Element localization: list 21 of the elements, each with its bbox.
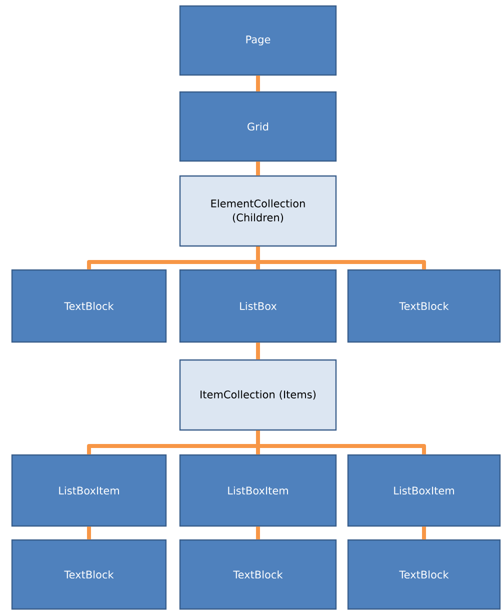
connector	[256, 430, 426, 454]
box: ListBoxItem	[347, 454, 501, 527]
box: ElementCollection (Children)	[179, 175, 337, 247]
box: TextBlock	[11, 539, 167, 610]
box: TextBlock	[179, 539, 337, 610]
box: Grid	[179, 91, 337, 162]
connector	[256, 246, 426, 270]
box: ListBox	[179, 269, 337, 343]
box: TextBlock	[347, 539, 501, 610]
box: Page	[179, 5, 337, 76]
box: ItemCollection (Items)	[179, 359, 337, 431]
box: TextBlock	[347, 269, 501, 343]
box: ListBoxItem	[11, 454, 167, 527]
box: TextBlock	[11, 269, 167, 343]
box: ListBoxItem	[179, 454, 337, 527]
connector	[256, 162, 260, 176]
connector	[256, 526, 260, 540]
connector	[422, 526, 426, 540]
connector	[256, 342, 260, 360]
connector	[256, 76, 260, 92]
connector	[87, 526, 91, 540]
